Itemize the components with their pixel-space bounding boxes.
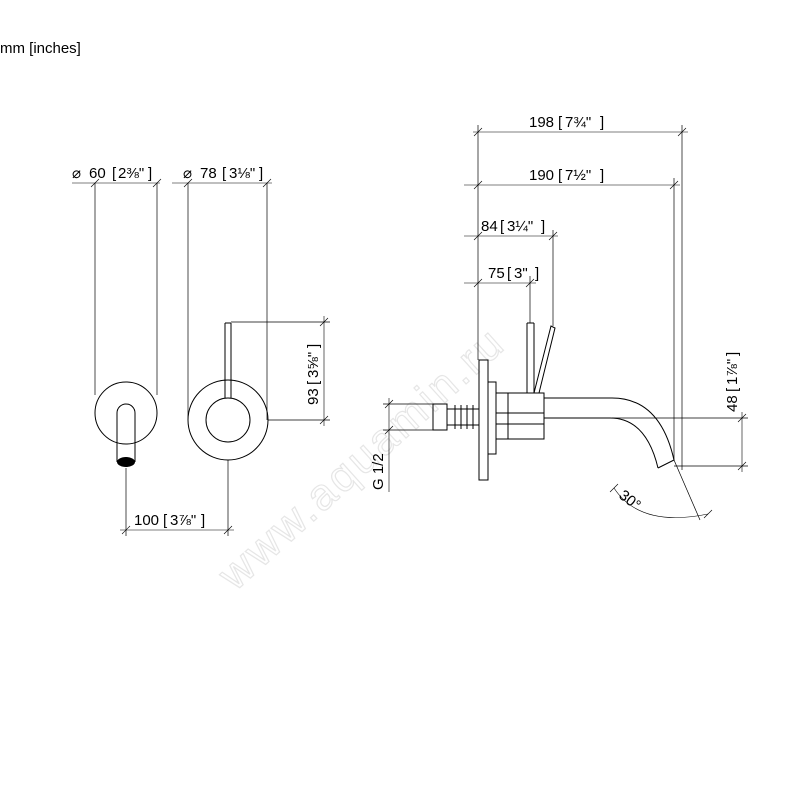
svg-text:48: 48	[724, 395, 741, 412]
lever-side	[526, 322, 535, 393]
svg-text:[: [	[507, 265, 512, 282]
mixer-front-view	[120, 178, 330, 536]
svg-text:]: ]	[148, 165, 152, 182]
rosette-large-outline	[187, 379, 269, 461]
svg-text:30°: 30°	[616, 487, 644, 514]
dim-198: 198 [ 7¾" ]	[529, 114, 604, 131]
svg-text:2⅜": 2⅜"	[118, 165, 144, 182]
svg-text:[: [	[558, 167, 563, 184]
svg-text:100: 100	[134, 512, 159, 529]
dim-thread: G 1/2	[370, 453, 387, 490]
svg-text:[: [	[724, 387, 741, 392]
dim-48: 48 [ 1⅞" ]	[724, 352, 741, 412]
svg-text:60: 60	[89, 165, 106, 182]
svg-text:198: 198	[529, 114, 554, 131]
svg-text:[: [	[112, 165, 117, 182]
svg-text:84: 84	[481, 218, 498, 235]
rosette-small-outline	[94, 381, 158, 445]
svg-text:[: [	[500, 218, 505, 235]
dim-84: 84 [ 3¼" ]	[481, 218, 545, 235]
svg-text:3¼": 3¼"	[507, 218, 533, 235]
svg-text:3⅛": 3⅛"	[229, 165, 255, 182]
svg-text:]: ]	[305, 344, 322, 348]
mixer-body-side	[495, 392, 545, 440]
svg-text:[: [	[305, 380, 322, 385]
svg-text:]: ]	[724, 352, 741, 356]
svg-text:]: ]	[600, 167, 604, 184]
svg-text:93: 93	[305, 388, 322, 405]
svg-text:]: ]	[600, 114, 604, 131]
dim-190: 190 [ 7½" ]	[529, 167, 604, 184]
dim-diameter-78: ⌀ 78 [ 3⅛" ]	[183, 165, 263, 182]
spout-outlet	[117, 457, 135, 467]
svg-text:⌀: ⌀	[183, 165, 192, 182]
svg-text:[: [	[163, 512, 168, 529]
svg-text:⌀: ⌀	[72, 165, 81, 182]
spout-top	[544, 397, 675, 461]
svg-text:3⅝": 3⅝"	[305, 352, 322, 378]
svg-text:3⅞": 3⅞"	[170, 512, 196, 529]
svg-text:]: ]	[201, 512, 205, 529]
svg-text:[: [	[222, 165, 227, 182]
mixer-body-outline	[205, 397, 251, 443]
svg-text:7½": 7½"	[565, 167, 591, 184]
svg-text:]: ]	[541, 218, 545, 235]
svg-text:7¾": 7¾"	[565, 114, 591, 131]
lever-open-position	[533, 325, 556, 394]
svg-text:3": 3"	[514, 265, 528, 282]
side-view	[383, 125, 748, 521]
svg-text:75: 75	[488, 265, 505, 282]
dim-75: 75 [ 3" ]	[488, 265, 539, 282]
dim-angle: 30°	[616, 487, 644, 514]
dim-93: 93 [ 3⅝" ]	[305, 344, 322, 405]
svg-text:1⅞": 1⅞"	[724, 359, 741, 385]
units-label: mm [inches]	[0, 40, 81, 57]
dim-diameter-60: ⌀ 60 [ 2⅜" ]	[72, 165, 152, 182]
threaded-connector	[432, 403, 480, 431]
dim-100: 100 [ 3⅞" ]	[134, 512, 205, 529]
svg-text:190: 190	[529, 167, 554, 184]
spout-front-view	[72, 178, 162, 467]
svg-text:]: ]	[535, 265, 539, 282]
spout-bottom	[544, 417, 659, 469]
mixer-lever	[224, 322, 232, 398]
svg-text:[: [	[558, 114, 563, 131]
watermark: www.aquamin.ru	[208, 317, 514, 600]
svg-text:]: ]	[259, 165, 263, 182]
svg-text:G 1/2: G 1/2	[370, 453, 387, 490]
svg-text:78: 78	[200, 165, 217, 182]
